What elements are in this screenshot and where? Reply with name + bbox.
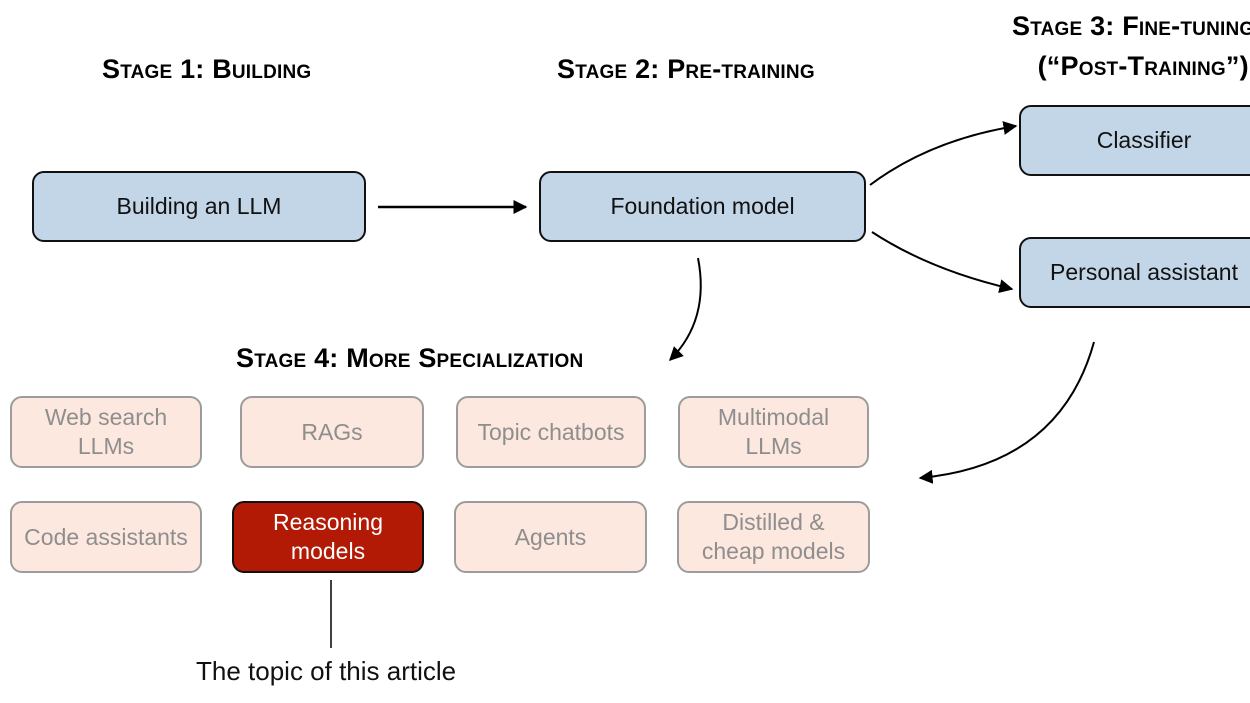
spec-label: Multimodal LLMs: [717, 404, 830, 459]
stage-3-heading: Stage 3: Fine-tuning (“Post-Training”): [1012, 6, 1250, 86]
spec-box-distilled-cheap-models: Distilled & cheap models: [677, 501, 870, 573]
spec-box-web-search-llms: Web search LLMs: [10, 396, 202, 468]
spec-label: RAGs: [301, 418, 363, 445]
spec-label: Agents: [514, 523, 587, 550]
arrow-assistant-to-stage4: [918, 341, 1095, 484]
stage-2-heading: Stage 2: Pre-training: [557, 54, 815, 84]
building-llm-box: Building an LLM: [32, 171, 366, 242]
spec-label: Distilled & cheap models: [701, 509, 846, 564]
annotation-text: The topic of this article: [196, 656, 457, 686]
spec-box-reasoning-models: Reasoning models: [232, 501, 424, 573]
spec-box-rags: RAGs: [240, 396, 424, 468]
spec-label: Web search LLMs: [44, 404, 168, 459]
stage-1-heading: Stage 1: Building: [102, 54, 312, 84]
personal-assistant-box: Personal assistant: [1019, 237, 1250, 308]
stage-3-heading-line1: Stage 3: Fine-tuning: [1012, 11, 1250, 41]
arrow-foundation-to-stage4: [669, 257, 702, 361]
foundation-model-box: Foundation model: [539, 171, 866, 242]
classifier-box: Classifier: [1019, 105, 1250, 176]
spec-label: Topic chatbots: [477, 418, 625, 445]
spec-box-topic-chatbots: Topic chatbots: [456, 396, 646, 468]
spec-label: Code assistants: [24, 523, 188, 550]
spec-box-multimodal-llms: Multimodal LLMs: [678, 396, 869, 468]
spec-box-agents: Agents: [454, 501, 647, 573]
arrow-foundation-to-classifier: [869, 121, 1018, 186]
stage-3-heading-line2: (“Post-Training”): [1037, 51, 1249, 81]
arrow-foundation-to-assistant: [871, 231, 1014, 293]
spec-box-code-assistants: Code assistants: [10, 501, 202, 573]
stage-4-heading: Stage 4: More Specialization: [236, 343, 584, 373]
spec-label: Reasoning models: [273, 509, 383, 564]
